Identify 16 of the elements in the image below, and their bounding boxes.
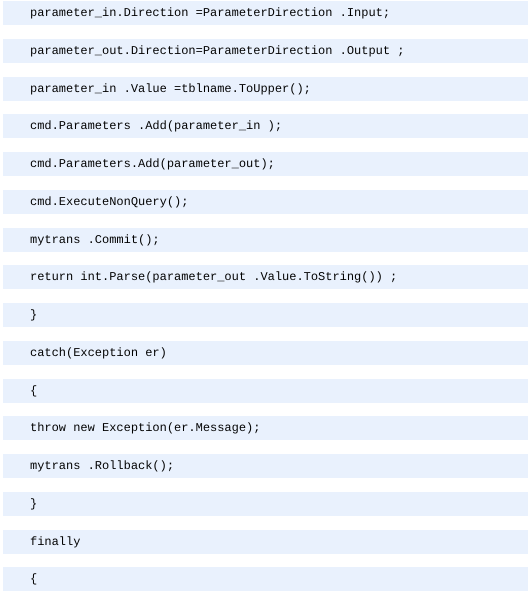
code-line: } — [30, 307, 38, 323]
code-line: parameter_in.Direction =ParameterDirection .Input; — [30, 5, 390, 21]
code-line: finally — [30, 534, 80, 550]
code-line: cmd.ExecuteNonQuery(); — [30, 194, 188, 210]
code-line: parameter_in .Value =tblname.ToUpper(); — [30, 80, 311, 96]
code-line: mytrans .Rollback(); — [30, 458, 174, 474]
code-line: { — [30, 382, 38, 398]
code-line: throw new Exception(er.Message); — [30, 420, 260, 436]
code-line: return int.Parse(parameter_out .Value.ToString()) ; — [30, 269, 398, 286]
code-line: catch(Exception er) — [30, 344, 167, 361]
code-line: parameter_out.Direction=ParameterDirection .Output ; — [30, 42, 404, 59]
code-line: cmd.Parameters.Add(parameter_out); — [30, 156, 275, 172]
code-line: { — [30, 571, 38, 588]
code-line: } — [30, 496, 38, 512]
code-line: mytrans .Commit(); — [30, 232, 160, 248]
code-line: cmd.Parameters .Add(parameter_in ); — [30, 118, 282, 134]
